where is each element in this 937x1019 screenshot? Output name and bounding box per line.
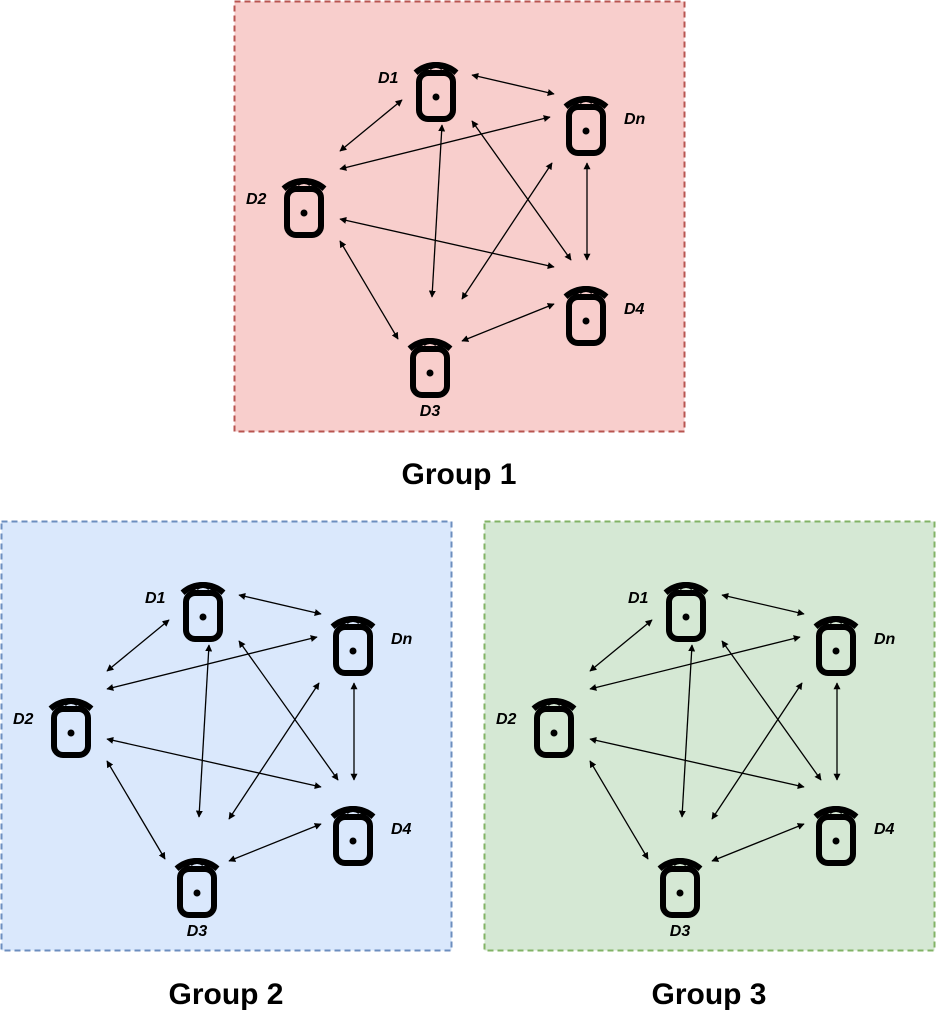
link-d2-d4 — [106, 736, 322, 790]
link-d1-dn — [721, 593, 805, 616]
group-title: Group 2 — [168, 978, 283, 1011]
device-label-d4: D4 — [391, 821, 412, 838]
device-label-d3: D3 — [420, 403, 441, 420]
device-label-d2: D2 — [246, 191, 267, 208]
device-label-d1: D1 — [628, 590, 649, 607]
link-d2-d3 — [339, 240, 399, 340]
device-label-d3: D3 — [670, 923, 691, 940]
wireless-device-icon — [330, 616, 376, 676]
link-d2-d4 — [589, 736, 805, 790]
device-label-dn: Dn — [391, 631, 413, 648]
link-d3-d4 — [461, 303, 555, 342]
link-dn-d2 — [339, 115, 551, 171]
wireless-device-icon — [563, 286, 609, 346]
link-dn-d2 — [589, 635, 801, 691]
device-label-d2: D2 — [13, 711, 34, 728]
device-label-d4: D4 — [624, 301, 645, 318]
wireless-device-icon — [663, 582, 709, 642]
wireless-device-icon — [813, 806, 859, 866]
wireless-device-icon — [813, 616, 859, 676]
group-title: Group 1 — [401, 458, 516, 491]
link-d2-d3 — [106, 760, 166, 860]
device-label-d1: D1 — [378, 70, 399, 87]
device-label-d1: D1 — [145, 590, 166, 607]
link-dn-d2 — [106, 635, 318, 691]
device-label-d2: D2 — [496, 711, 517, 728]
group-1-container — [233, 0, 686, 433]
wireless-device-icon — [657, 858, 703, 918]
link-d3-d4 — [228, 823, 322, 862]
device-label-dn: Dn — [624, 111, 646, 128]
wireless-device-icon — [563, 96, 609, 156]
group-3-container — [483, 520, 936, 952]
link-d1-dn — [238, 593, 322, 616]
device-label-dn: Dn — [874, 631, 896, 648]
wireless-device-icon — [281, 178, 327, 238]
wireless-device-icon — [180, 582, 226, 642]
link-d3-d4 — [711, 823, 805, 862]
wireless-device-icon — [48, 698, 94, 758]
device-label-d3: D3 — [187, 923, 208, 940]
wireless-device-icon — [174, 858, 220, 918]
wireless-device-icon — [407, 338, 453, 398]
group-title: Group 3 — [651, 978, 766, 1011]
device-label-d4: D4 — [874, 821, 895, 838]
group-2-container — [0, 520, 453, 952]
link-d2-d3 — [589, 760, 649, 860]
wireless-device-icon — [413, 62, 459, 122]
wireless-device-icon — [330, 806, 376, 866]
wireless-device-icon — [531, 698, 577, 758]
link-d1-dn — [471, 73, 555, 96]
link-d2-d4 — [339, 216, 555, 270]
